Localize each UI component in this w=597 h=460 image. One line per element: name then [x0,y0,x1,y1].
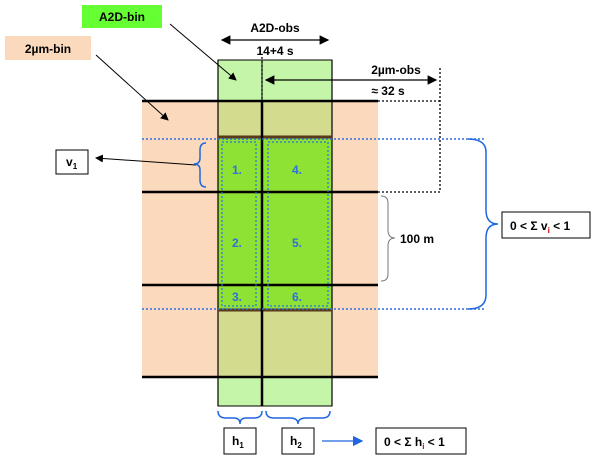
um-bin-label-box [5,36,91,60]
height-brace [380,195,396,282]
h2-box [281,427,315,455]
sum-v-box [501,211,591,239]
cell-6: 6. [292,290,302,304]
a2d-bin-label: A2D-bin [99,10,145,24]
cell-outline-4-5 [267,141,329,307]
cell-2: 2. [232,236,242,250]
cell-5: 5. [292,236,302,250]
v1-label: v1 [66,155,78,171]
olive-band-top [218,101,332,137]
cell-outline-1-2 [221,141,257,307]
um-obs-label: 2µm-obs [371,63,421,77]
sum-v-brace [467,138,499,310]
height-label: 100 m [400,232,434,246]
h1-label: h1 [232,434,244,450]
um-bin-label: 2µm-bin [25,42,71,56]
sum-h-label: 0 < Σ hi < 1 [384,435,445,451]
v1-box [55,149,89,175]
cell-3: 3. [232,290,242,304]
cell-4: 4. [292,163,302,177]
h1-brace [217,410,263,425]
cell-1: 1. [232,163,242,177]
v1-brace [193,142,207,188]
a2d-bin-label-box [82,5,162,28]
h2-label: h2 [290,434,302,450]
h2-brace [265,410,331,425]
um-bin-pointer [95,54,169,121]
a2d-obs-time: 14+4 s [256,44,293,58]
sum-v-label: 0 < Σ vi < 1 [510,219,570,235]
um-obs-time: ≈ 32 s [371,84,405,98]
a2d-bin-pointer [169,23,237,81]
v1-pointer [95,154,197,166]
olive-band-bottom [218,310,332,377]
sum-h-box [375,427,467,455]
overlap-region [218,137,332,310]
a2d-obs-label: A2D-obs [250,21,300,35]
h1-box [223,427,257,455]
